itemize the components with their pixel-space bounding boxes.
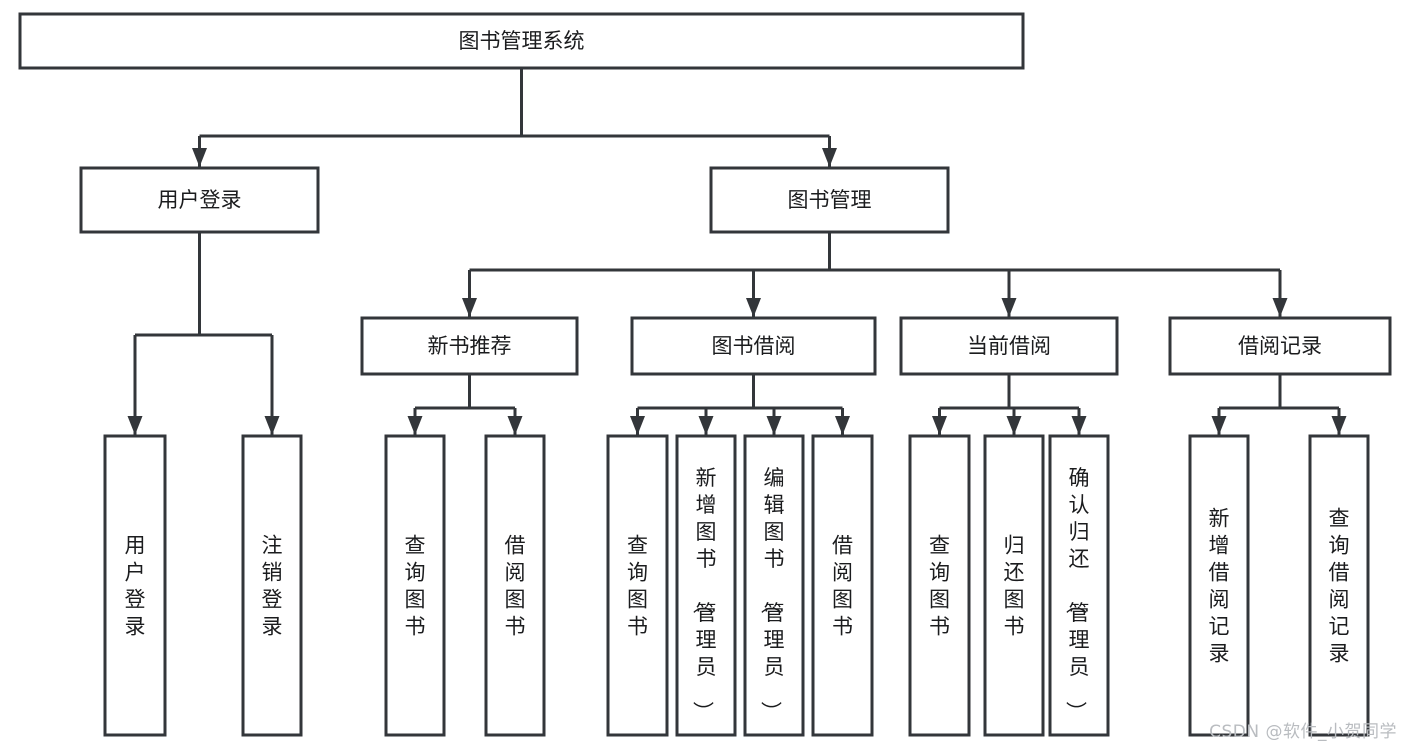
edge-group-borrow-record — [1211, 374, 1347, 435]
edge-group-new-book-recommend — [407, 374, 523, 435]
arrow-head-icon — [264, 416, 280, 435]
arrow-head-icon — [507, 416, 523, 435]
edge-group-root — [192, 68, 837, 167]
node-label: 新书推荐 — [428, 334, 512, 358]
nodes-layer: 图书管理系统用户登录图书管理新书推荐图书借阅当前借阅借阅记录用户登录注销登录查询… — [18, 12, 1392, 737]
node-box — [79, 166, 320, 234]
node-user-login[interactable]: 用户登录 — [79, 166, 320, 234]
node-label: 借阅图书 — [505, 534, 526, 639]
node-box — [675, 434, 737, 737]
arrow-head-icon — [822, 148, 837, 167]
node-label: 图书管理 — [788, 188, 872, 212]
node-leaf-user-login[interactable]: 用户登录 — [103, 434, 167, 737]
edge-group-user-login — [127, 232, 280, 435]
node-new-book-recommend[interactable]: 新书推荐 — [360, 316, 579, 376]
node-box — [630, 316, 877, 376]
node-box — [899, 316, 1119, 376]
node-leaf-query-book-current[interactable]: 查询图书 — [908, 434, 971, 737]
arrow-head-icon — [407, 416, 423, 435]
arrow-head-icon — [1006, 416, 1022, 435]
node-borrow-record[interactable]: 借阅记录 — [1168, 316, 1392, 376]
arrow-head-icon — [1331, 416, 1347, 435]
node-label: 查询借阅记录 — [1329, 507, 1350, 666]
arrow-head-icon — [932, 416, 947, 435]
node-label: 借阅图书 — [832, 534, 853, 639]
node-current-borrow[interactable]: 当前借阅 — [899, 316, 1119, 376]
node-leaf-query-book-borrow[interactable]: 查询图书 — [606, 434, 669, 737]
node-box — [484, 434, 546, 737]
node-label: 用户登录 — [125, 534, 146, 639]
node-label: 图书管理系统 — [459, 29, 585, 53]
node-box — [908, 434, 971, 737]
node-leaf-edit-book[interactable]: 编辑图书（管理员） — [743, 434, 805, 737]
arrow-head-icon — [462, 298, 477, 317]
arrow-head-icon — [1272, 298, 1288, 317]
node-box — [811, 434, 874, 737]
node-label: 用户登录 — [158, 188, 242, 212]
arrow-head-icon — [766, 416, 782, 435]
node-box — [983, 434, 1045, 737]
node-box — [709, 166, 950, 234]
node-label: 归还图书 — [1004, 534, 1025, 639]
arrow-head-icon — [630, 416, 645, 435]
arrow-head-icon — [1211, 416, 1227, 435]
node-leaf-borrow-book-rec[interactable]: 借阅图书 — [484, 434, 546, 737]
arrow-head-icon — [192, 148, 207, 167]
node-leaf-confirm-return[interactable]: 确认归还（管理员） — [1048, 434, 1110, 737]
arrow-head-icon — [1001, 298, 1017, 317]
node-label: 确认归还（管理员） — [1064, 466, 1090, 722]
node-label: 查询图书 — [929, 534, 950, 639]
node-box — [1188, 434, 1250, 737]
node-book-borrow[interactable]: 图书借阅 — [630, 316, 877, 376]
node-leaf-query-borrow-record[interactable]: 查询借阅记录 — [1308, 434, 1370, 737]
edge-group-book-borrow — [630, 374, 850, 435]
node-label: 当前借阅 — [967, 334, 1051, 358]
watermark-label: CSDN @软件_小贺同学 — [1209, 722, 1397, 742]
arrow-head-icon — [1071, 416, 1087, 435]
node-label: 编辑图书（管理员） — [759, 466, 785, 722]
edge-group-book-manage — [462, 232, 1288, 317]
node-leaf-return-book[interactable]: 归还图书 — [983, 434, 1045, 737]
node-root[interactable]: 图书管理系统 — [18, 12, 1025, 70]
arrow-head-icon — [746, 298, 761, 317]
arrow-head-icon — [835, 416, 850, 435]
node-box — [743, 434, 805, 737]
node-label: 查询图书 — [405, 534, 426, 639]
node-box — [384, 434, 446, 737]
node-leaf-user-logout[interactable]: 注销登录 — [241, 434, 303, 737]
node-box — [1048, 434, 1110, 737]
node-label: 查询图书 — [627, 534, 648, 639]
edges-layer — [127, 68, 1347, 435]
node-book-manage[interactable]: 图书管理 — [709, 166, 950, 234]
arrow-head-icon — [127, 416, 143, 435]
node-box — [1308, 434, 1370, 737]
node-leaf-add-book[interactable]: 新增图书（管理员） — [675, 434, 737, 737]
node-leaf-query-book-rec[interactable]: 查询图书 — [384, 434, 446, 737]
node-leaf-add-borrow-record[interactable]: 新增借阅记录 — [1188, 434, 1250, 737]
node-label: 借阅记录 — [1238, 334, 1322, 358]
node-leaf-borrow-book[interactable]: 借阅图书 — [811, 434, 874, 737]
node-box — [360, 316, 579, 376]
node-label: 新增图书（管理员） — [691, 466, 717, 722]
node-box — [18, 12, 1025, 70]
edge-group-current-borrow — [932, 374, 1087, 435]
node-box — [241, 434, 303, 737]
node-label: 注销登录 — [262, 534, 283, 639]
node-box — [606, 434, 669, 737]
arrow-head-icon — [698, 416, 714, 435]
node-label: 图书借阅 — [712, 334, 796, 358]
node-label: 新增借阅记录 — [1209, 507, 1230, 666]
node-box — [1168, 316, 1392, 376]
node-box — [103, 434, 167, 737]
